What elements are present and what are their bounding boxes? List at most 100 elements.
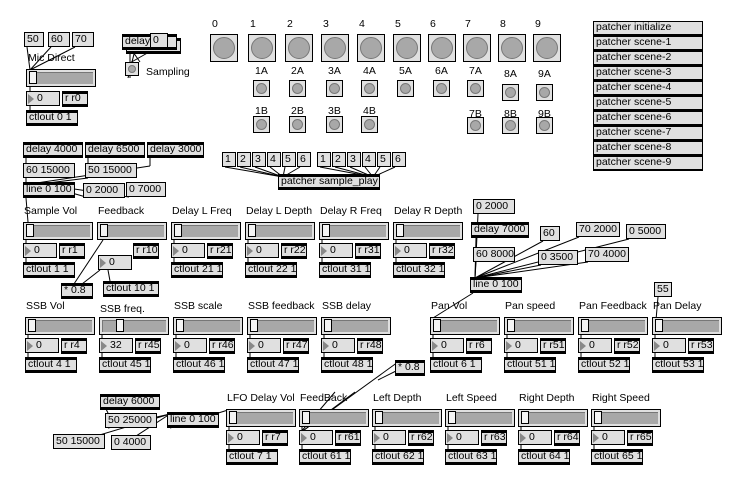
- receive-object[interactable]: r r61: [335, 430, 361, 446]
- slider-thumb[interactable]: [174, 224, 182, 237]
- preset-message[interactable]: 70: [72, 32, 94, 47]
- multiply-object[interactable]: * 0.8: [61, 283, 93, 299]
- receive-object[interactable]: r r10: [133, 243, 159, 259]
- receive-object[interactable]: r r22: [281, 243, 307, 259]
- scene-patcher-3[interactable]: patcher scene-3: [593, 66, 703, 81]
- receive-object[interactable]: r r53: [688, 338, 714, 354]
- bang-2b[interactable]: [289, 116, 306, 133]
- number-box[interactable]: 0: [23, 243, 57, 258]
- ctlout-object[interactable]: ctlout 63 1: [445, 449, 497, 465]
- slider-thumb[interactable]: [248, 224, 256, 237]
- delay-object[interactable]: delay 6000: [100, 394, 160, 410]
- ramp-message[interactable]: 0 2000: [473, 199, 515, 214]
- receive-object[interactable]: r r47: [283, 338, 309, 354]
- ctlout-object[interactable]: ctlout 32 1: [393, 262, 445, 278]
- ramp-message[interactable]: 0 5000: [626, 224, 666, 239]
- bang-7a[interactable]: [467, 80, 484, 97]
- slider-thumb[interactable]: [250, 319, 258, 332]
- scene-patcher-4[interactable]: patcher scene-4: [593, 81, 703, 96]
- ctlout-object[interactable]: ctlout 62 1: [372, 449, 424, 465]
- bang-2a[interactable]: [289, 80, 306, 97]
- scene-patcher-9[interactable]: patcher scene-9: [593, 156, 703, 171]
- bang-8b[interactable]: [502, 117, 519, 134]
- bang-3b[interactable]: [326, 116, 343, 133]
- number-box[interactable]: 0: [504, 338, 538, 353]
- ctlout-object[interactable]: ctlout 21 1: [171, 262, 223, 278]
- control-slider[interactable]: [25, 317, 95, 335]
- ctlout-object[interactable]: ctlout 47 1: [247, 357, 299, 373]
- slider-thumb[interactable]: [116, 319, 125, 332]
- number-box[interactable]: 0: [98, 255, 132, 270]
- ramp-message[interactable]: 70 4000: [585, 247, 629, 262]
- scene-bang-7[interactable]: [463, 34, 491, 62]
- ramp-message[interactable]: 50 25000: [105, 413, 157, 428]
- receive-object[interactable]: r r63: [481, 430, 507, 446]
- slider-thumb[interactable]: [655, 319, 663, 332]
- control-slider[interactable]: [321, 317, 391, 335]
- sampling-bang[interactable]: [125, 62, 139, 76]
- delay-object[interactable]: delay 3000: [147, 142, 204, 158]
- slider-thumb[interactable]: [581, 319, 589, 332]
- ctlout-object[interactable]: ctlout 0 1: [26, 110, 78, 126]
- number-box[interactable]: 0: [247, 338, 281, 353]
- sample-select-message[interactable]: 4: [267, 152, 281, 167]
- mic-number-box[interactable]: 0: [26, 91, 60, 106]
- slider-thumb[interactable]: [302, 411, 310, 424]
- bang-3a[interactable]: [326, 80, 343, 97]
- sample-select-message[interactable]: 1: [317, 152, 331, 167]
- sample-select-message[interactable]: 3: [252, 152, 266, 167]
- multiply-object[interactable]: * 0.8: [395, 360, 425, 376]
- sample-select-message[interactable]: 2: [237, 152, 251, 167]
- receive-object[interactable]: r r46: [209, 338, 235, 354]
- sample-select-message[interactable]: 3: [347, 152, 361, 167]
- receive-object[interactable]: r r51: [540, 338, 566, 354]
- ctlout-object[interactable]: ctlout 1 1: [23, 262, 75, 278]
- ramp-message[interactable]: 50 15000: [85, 163, 137, 178]
- receive-object[interactable]: r r65: [627, 430, 653, 446]
- control-slider[interactable]: [23, 222, 93, 240]
- line-object[interactable]: line 0 100: [167, 412, 219, 428]
- slider-thumb[interactable]: [448, 411, 456, 424]
- number-box[interactable]: 0: [430, 338, 464, 353]
- scene-bang-2[interactable]: [285, 34, 313, 62]
- control-slider[interactable]: [173, 317, 243, 335]
- receive-object[interactable]: r r31: [355, 243, 381, 259]
- receive-object[interactable]: r r48: [357, 338, 383, 354]
- number-box[interactable]: 0: [299, 430, 333, 445]
- number-box[interactable]: 32: [99, 338, 133, 353]
- slider-thumb[interactable]: [229, 411, 237, 424]
- number-box[interactable]: 0: [226, 430, 260, 445]
- ctlout-object[interactable]: ctlout 48 1: [321, 357, 373, 373]
- line-object[interactable]: line 0 100: [470, 277, 522, 293]
- sample-select-message[interactable]: 4: [362, 152, 376, 167]
- ramp-message[interactable]: 0 4000: [111, 435, 151, 450]
- delay-object[interactable]: delay 6500: [85, 142, 145, 158]
- receive-object[interactable]: r r21: [207, 243, 233, 259]
- control-slider[interactable]: [97, 222, 167, 240]
- slider-thumb[interactable]: [322, 224, 330, 237]
- sample-select-message[interactable]: 5: [282, 152, 296, 167]
- scene-patcher-0[interactable]: patcher initialize: [593, 21, 703, 36]
- control-slider[interactable]: [652, 317, 722, 335]
- control-slider[interactable]: [504, 317, 574, 335]
- number-box[interactable]: 0: [173, 338, 207, 353]
- number-box[interactable]: 0: [245, 243, 279, 258]
- control-slider[interactable]: [445, 409, 515, 427]
- receive-object[interactable]: r r7: [262, 430, 288, 446]
- scene-bang-0[interactable]: [210, 34, 238, 62]
- scene-bang-1[interactable]: [248, 34, 276, 62]
- ramp-message[interactable]: 0 3500: [538, 250, 578, 265]
- number-box[interactable]: 0: [321, 338, 355, 353]
- ramp-message[interactable]: 60: [540, 226, 560, 241]
- sample-select-message[interactable]: 5: [377, 152, 391, 167]
- preset-message[interactable]: 55: [654, 282, 672, 297]
- delay-object[interactable]: delay 4000: [23, 142, 83, 158]
- bang-8a[interactable]: [502, 84, 519, 101]
- control-slider[interactable]: [393, 222, 463, 240]
- number-box[interactable]: 0: [591, 430, 625, 445]
- bang-9a[interactable]: [536, 84, 553, 101]
- receive-object[interactable]: r r4: [61, 338, 87, 354]
- bang-7b[interactable]: [467, 117, 484, 134]
- ctlout-object[interactable]: ctlout 46 1: [173, 357, 225, 373]
- ramp-message[interactable]: 60 8000: [473, 247, 515, 262]
